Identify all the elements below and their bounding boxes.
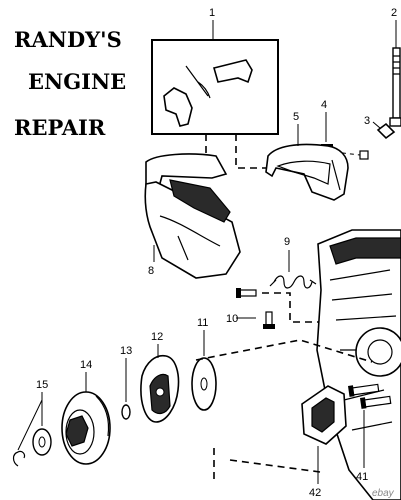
leader-10 — [17, 392, 43, 451]
part-1-inset — [151, 39, 279, 135]
handle-8-detail — [159, 215, 221, 261]
bolt-5-shank — [392, 47, 401, 119]
brand-line-2: ENGINE — [28, 69, 126, 94]
part-42-plate — [301, 385, 347, 445]
callout-4: 3 — [364, 115, 370, 127]
part-13-clutch — [140, 354, 180, 423]
screw-15a-head — [236, 288, 241, 298]
part-14-disk — [191, 357, 217, 411]
spring-9-end — [269, 279, 317, 287]
inset-lockout-lever — [213, 59, 253, 84]
cover-2-rib — [331, 159, 341, 191]
part-5-bolt — [389, 47, 401, 127]
screw-15a — [239, 289, 257, 297]
inset-frame — [151, 39, 279, 135]
clutch-13-hub — [155, 387, 165, 397]
stud-4 — [376, 122, 396, 140]
callout-3: 4 — [321, 99, 327, 111]
washer-3 — [359, 150, 369, 160]
assembly-dash-lower — [213, 448, 321, 480]
callout-41: 41 — [356, 471, 368, 483]
bolt-5-head — [389, 117, 401, 127]
spring-9-coils — [273, 275, 313, 289]
drum-11-teeth — [65, 415, 89, 447]
brand-line-1: RANDY'S — [14, 27, 122, 52]
screw-15b — [265, 311, 273, 327]
handle-8-loop — [145, 153, 228, 204]
cover-2-body — [265, 143, 349, 201]
engine-housing — [316, 229, 401, 500]
bolt-41b-head — [360, 397, 367, 409]
part-9-spring — [269, 275, 317, 289]
assembly-dash-line — [195, 339, 373, 363]
callout-5: 2 — [391, 7, 397, 19]
housing-bore-inner — [367, 339, 393, 365]
drum-11-rim — [95, 395, 110, 437]
part-12-washer — [121, 404, 131, 420]
disk-14-hole — [200, 377, 208, 391]
part-8-rear-handle — [144, 153, 241, 279]
housing-ribs — [329, 269, 397, 351]
part-2-cover — [265, 143, 349, 201]
callout-12: 13 — [120, 345, 132, 357]
callout-14: 11 — [197, 317, 208, 329]
callout-11: 14 — [80, 359, 92, 371]
washer-12 — [121, 404, 131, 420]
callout-8: 8 — [148, 265, 154, 277]
part-4-stud — [376, 122, 396, 140]
connector-15 — [262, 292, 320, 323]
inset-throttle-trigger — [163, 87, 193, 127]
part-41-bolts — [348, 383, 392, 409]
screw-15b-head — [263, 324, 275, 329]
callout-2: 5 — [293, 111, 299, 123]
leader-4 — [372, 121, 381, 129]
cover-2-inner — [276, 160, 331, 185]
housing-top — [329, 237, 401, 265]
handle-8-grip — [169, 179, 231, 223]
bolt-41a-head — [348, 385, 355, 397]
brand-line-3: REPAIR — [14, 115, 106, 140]
part-11-drum — [61, 391, 111, 465]
connector-inset-cover — [235, 134, 266, 169]
callout-1: 1 — [209, 7, 215, 19]
part-15-screws — [236, 288, 275, 329]
callout-10: 15 — [36, 379, 48, 391]
clip-10 — [12, 450, 26, 467]
callout-42: 42 — [309, 487, 321, 499]
callout-13: 12 — [151, 331, 163, 343]
inset-spring — [185, 65, 211, 99]
part-10-washer-clip — [12, 428, 52, 467]
callout-15: 10 — [226, 313, 238, 325]
plate-42-inner — [311, 397, 335, 433]
handle-8-body — [144, 181, 241, 279]
callout-9: 9 — [284, 236, 290, 248]
bolt-5-threads — [393, 55, 400, 75]
washer-10-hole — [38, 436, 46, 448]
ebay-watermark: ebay — [372, 488, 395, 499]
